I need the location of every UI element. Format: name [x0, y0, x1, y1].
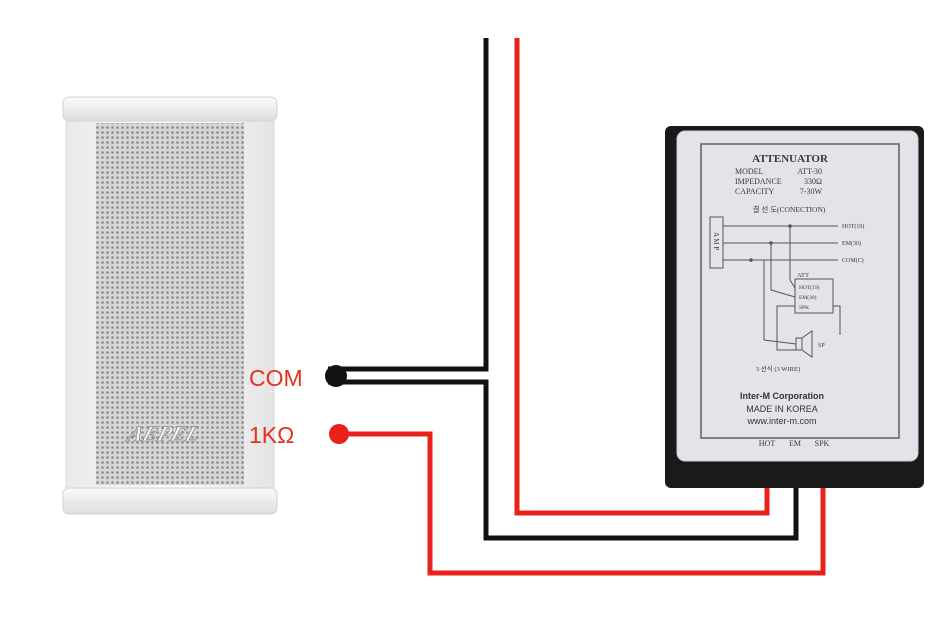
speaker-grill — [96, 123, 244, 485]
terminal-em-label: EM — [789, 439, 801, 448]
column-speaker: AEPEL — [62, 96, 278, 515]
1k-terminal-dot — [329, 424, 349, 444]
att-row-em: EM(30) — [799, 294, 817, 301]
speaker-top-cap — [62, 96, 278, 122]
made-in-korea: MADE IN KOREA — [746, 404, 818, 414]
attenuator-label-plate — [676, 130, 919, 462]
line-hot-label: HOT(19) — [842, 223, 864, 230]
attenuator-device: ATTENUATOR MODEL ATT-30 IMPEDANCE 330Ω C… — [665, 126, 924, 488]
corporation-name: Inter-M Corporation — [740, 391, 824, 401]
att-row-hot: HOT(19) — [799, 284, 820, 291]
com-terminal-dot — [325, 365, 347, 387]
wire-note: 3 선식 (3 WIRE) — [756, 364, 800, 373]
spec-impedance-value: 330Ω — [804, 177, 822, 186]
att-box — [794, 278, 834, 314]
line-em-label: EM(30) — [842, 240, 861, 247]
terminal-hot-label: HOT — [759, 439, 776, 448]
amp-label: A M P — [712, 232, 720, 250]
attenuator-title: ATTENUATOR — [752, 153, 829, 165]
att-box-label: ATT — [797, 272, 809, 279]
connection-title: 결 선 도(CONECTION) — [753, 204, 826, 214]
speaker-bottom-cap — [62, 487, 278, 515]
spec-capacity-value: 7-30W — [800, 187, 823, 196]
terminal-spk-label: SPK — [815, 439, 830, 448]
black-wire-incoming — [328, 38, 489, 372]
com-terminal-label: COM — [249, 365, 303, 391]
spec-capacity-key: CAPACITY — [735, 187, 774, 196]
black-wire-com-em — [328, 379, 799, 541]
attenuator-label-border — [700, 143, 900, 439]
spec-model-key: MODEL — [735, 167, 764, 176]
1k-terminal-label: 1KΩ — [249, 422, 294, 448]
spec-impedance-key: IMPEDANCE — [735, 177, 782, 186]
sp-label: SP — [818, 343, 825, 349]
speaker-brand-logo: AEPEL — [123, 422, 204, 446]
line-com-label: COM(C) — [842, 257, 864, 264]
att-row-spk: SPK — [799, 305, 809, 311]
red-wire-1k-spk — [339, 431, 826, 576]
website: www.inter-m.com — [746, 416, 816, 426]
spec-model-value: ATT-30 — [797, 167, 822, 176]
